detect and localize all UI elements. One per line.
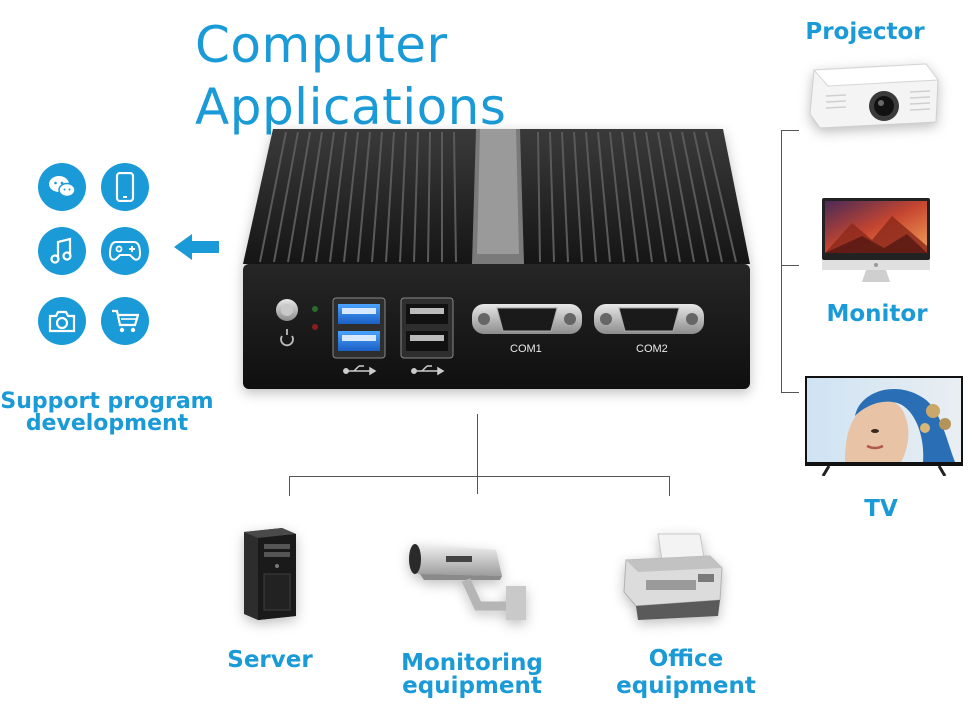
office-label-line1: Office xyxy=(648,646,724,672)
camera-icon xyxy=(38,297,86,345)
monitor-image xyxy=(822,198,930,288)
right-connector-vertical xyxy=(781,130,782,392)
monitoring-label-line1: Monitoring xyxy=(401,650,543,676)
server-label: Server xyxy=(227,647,313,673)
cart-icon xyxy=(101,297,149,345)
right-connector-tick xyxy=(781,265,799,266)
right-connector-tick xyxy=(781,130,799,131)
wechat-icon xyxy=(38,163,86,211)
monitoring-label-line2: equipment xyxy=(402,673,542,699)
bottom-connector-drop xyxy=(289,476,290,496)
music-icon xyxy=(38,227,86,275)
arrow-left-icon xyxy=(174,232,220,266)
mini-pc-image xyxy=(238,124,758,398)
phone-icon xyxy=(101,163,149,211)
security-camera-image xyxy=(406,536,536,626)
com1-label: COM1 xyxy=(510,343,542,355)
com2-label: COM2 xyxy=(636,343,668,355)
right-connector-tick xyxy=(781,392,799,393)
page-title: Computer Applications xyxy=(195,16,507,136)
monitor-label: Monitor xyxy=(826,301,928,327)
tv-label: TV xyxy=(864,496,898,522)
bottom-connector-horizontal xyxy=(289,476,670,477)
bottom-connector-stem xyxy=(477,414,478,494)
projector-label: Projector xyxy=(805,19,925,45)
projector-image xyxy=(806,56,942,140)
server-image xyxy=(238,526,302,626)
tv-image xyxy=(805,376,963,480)
gamepad-icon xyxy=(101,227,149,275)
bottom-connector-drop xyxy=(669,476,670,496)
office-label-line2: equipment xyxy=(616,673,756,699)
support-program-label: Support program development xyxy=(0,389,214,436)
printer-image xyxy=(618,530,728,624)
